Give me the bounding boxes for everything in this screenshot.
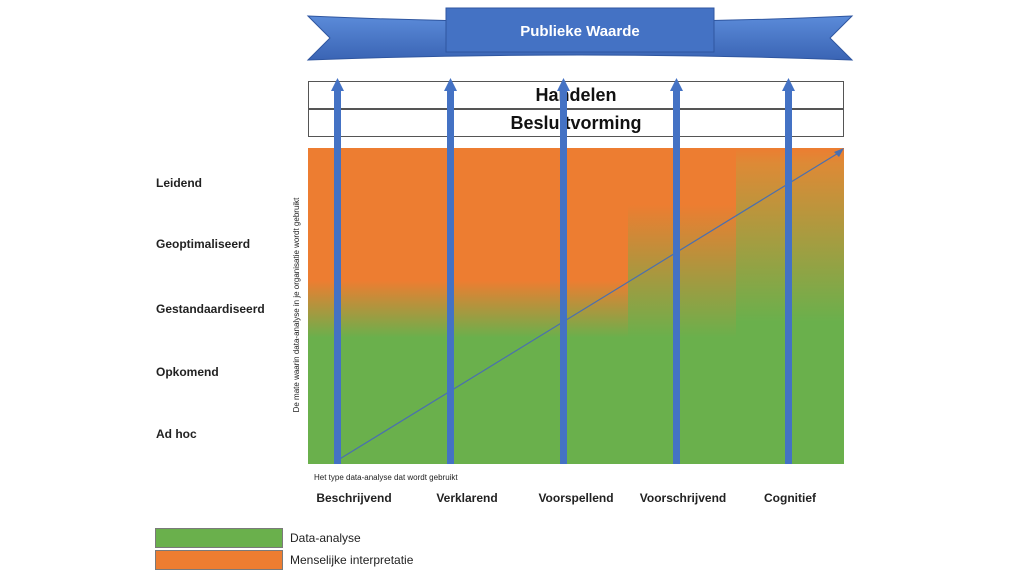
legend-label-data-analyse: Data-analyse xyxy=(290,531,361,545)
maturity-grid xyxy=(308,148,844,464)
interpretation-zone-2 xyxy=(628,148,736,464)
publieke-waarde-banner: Publieke Waarde xyxy=(300,4,860,66)
legend-swatch-menselijke-interpretatie xyxy=(155,550,283,570)
growth-line-arrowhead xyxy=(834,148,844,157)
y-level-leidend: Leidend xyxy=(156,176,203,190)
interpretation-zone-1 xyxy=(308,148,628,464)
x-category-cognitief: Cognitief xyxy=(764,491,816,505)
legend-swatch-data-analyse xyxy=(155,528,283,548)
banner-ribbon-shape xyxy=(306,7,854,61)
y-axis-title: De mate waarin data-analyse in je organi… xyxy=(292,197,301,413)
x-category-voorschrijvend: Voorschrijvend xyxy=(639,491,727,505)
growth-line xyxy=(337,151,841,461)
banner-title: Publieke Waarde xyxy=(520,22,640,40)
y-level-opkomend: Opkomend xyxy=(156,365,219,379)
x-category-verklarend: Verklarend xyxy=(436,491,498,505)
x-category-beschrijvend: Beschrijvend xyxy=(316,491,392,505)
legend-label-menselijke-interpretatie: Menselijke interpretatie xyxy=(290,553,414,567)
y-level-geoptimaliseerd: Geoptimaliseerd xyxy=(156,237,251,251)
interpretation-zone-3 xyxy=(736,148,844,464)
x-category-voorspellend: Voorspellend xyxy=(538,491,614,505)
y-level-gestandaardiseerd: Gestandaardiseerd xyxy=(156,302,265,316)
handelen-box: Handelen xyxy=(308,81,844,109)
grid-area xyxy=(308,148,844,464)
x-axis-title: Het type data-analyse dat wordt gebruikt xyxy=(314,473,458,482)
y-level-ad-hoc: Ad hoc xyxy=(156,427,197,441)
besluitvorming-box: Besluitvorming xyxy=(308,109,844,137)
